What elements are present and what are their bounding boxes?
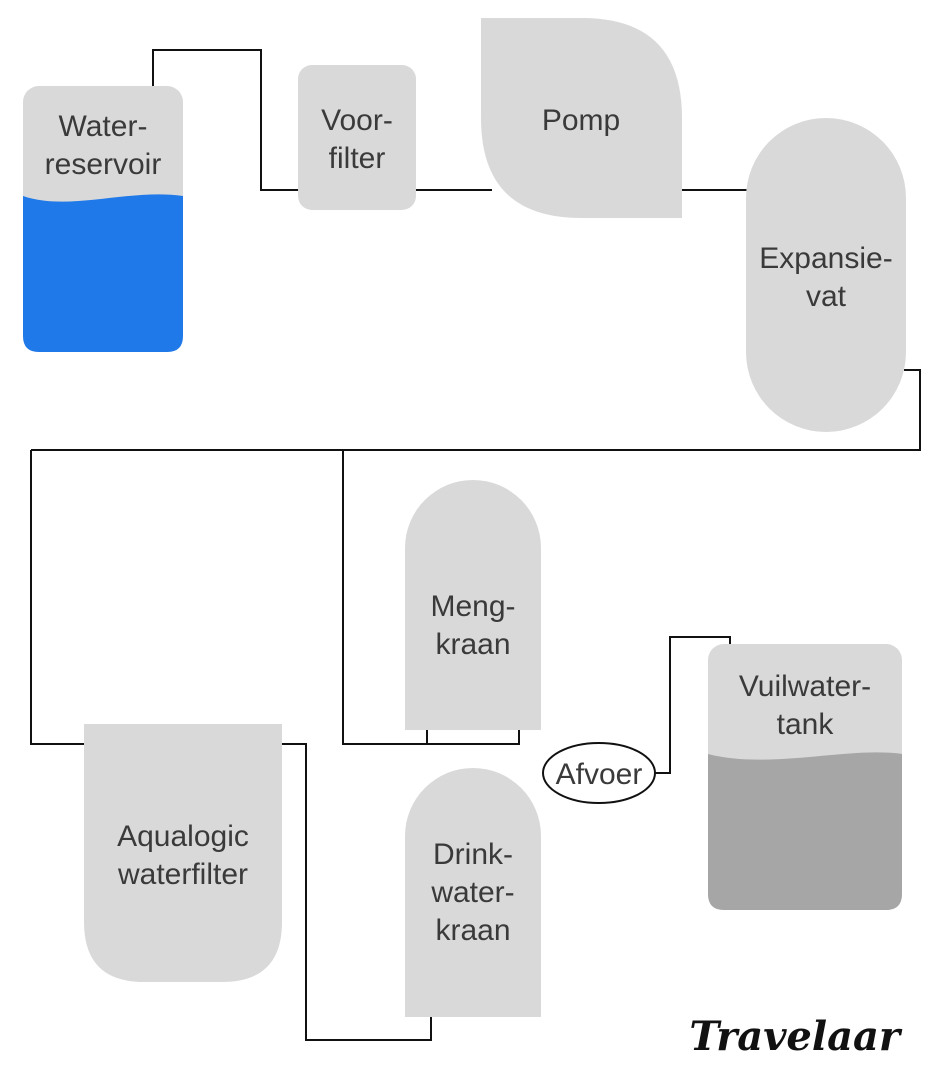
expansion-label-line1: Expansie- bbox=[759, 242, 892, 275]
drain-label: Afvoer bbox=[556, 758, 643, 791]
pipe-mixing-tap-second-inlet bbox=[427, 730, 520, 745]
pipes bbox=[30, 49, 921, 1041]
pipe-manifold-to-aqualogic bbox=[30, 450, 85, 745]
pump: Pomp bbox=[481, 18, 682, 218]
pipe-manifold-to-mixing-tap bbox=[342, 450, 428, 745]
aqualogic-label-line1: Aqualogic bbox=[117, 820, 249, 853]
pipe-reservoir-to-prefilter bbox=[152, 49, 299, 191]
pipe-drain-to-wastewater-tank bbox=[655, 636, 731, 774]
reservoir-label-line2: reservoir bbox=[45, 148, 162, 181]
mixing-tap-body bbox=[405, 480, 541, 730]
expansion-label-line2: vat bbox=[806, 280, 847, 313]
waste-water-level bbox=[708, 752, 902, 910]
mixing-tap-label-line1: Meng- bbox=[430, 590, 515, 623]
mixing-tap-label-line2: kraan bbox=[435, 628, 510, 661]
pump-body bbox=[481, 18, 682, 218]
wastewater-label-line2: tank bbox=[777, 708, 835, 741]
aqualogic-body bbox=[84, 724, 282, 982]
drain-outline bbox=[542, 742, 656, 804]
wastewater-label-line1: Vuilwater- bbox=[739, 670, 871, 703]
prefilter-label-line2: filter bbox=[329, 142, 386, 175]
drinking-tap-label-line1: Drink- bbox=[433, 838, 513, 871]
aqualogic-label-line2: waterfilter bbox=[117, 858, 248, 891]
drinking-tap-label-line3: kraan bbox=[435, 914, 510, 947]
clean-water-level bbox=[23, 194, 183, 352]
prefilter: Voor- filter bbox=[298, 65, 416, 210]
expansion-vessel-body bbox=[746, 118, 906, 432]
aqualogic-waterfilter: Aqualogic waterfilter bbox=[84, 724, 282, 982]
drinking-tap-label-line2: water- bbox=[430, 876, 514, 909]
drain: Afvoer bbox=[542, 742, 656, 804]
wastewater-tank: Vuilwater- tank bbox=[708, 644, 902, 910]
mixing-tap: Meng- kraan bbox=[405, 480, 541, 730]
drinking-water-tap: Drink- water- kraan bbox=[405, 768, 541, 1017]
pipe-expansion-to-manifold bbox=[31, 369, 921, 451]
water-reservoir: Water- reservoir bbox=[23, 86, 183, 352]
expansion-vessel: Expansie- vat bbox=[746, 118, 906, 432]
pump-label: Pomp bbox=[542, 104, 620, 137]
drinking-tap-body bbox=[405, 768, 541, 1017]
prefilter-label-line1: Voor- bbox=[321, 104, 393, 137]
travelaar-logo: Travelaar bbox=[689, 1013, 903, 1060]
pipe-aqualogic-to-drinking-tap bbox=[281, 743, 432, 1041]
reservoir-label-line1: Water- bbox=[59, 110, 148, 143]
prefilter-body bbox=[298, 65, 416, 210]
